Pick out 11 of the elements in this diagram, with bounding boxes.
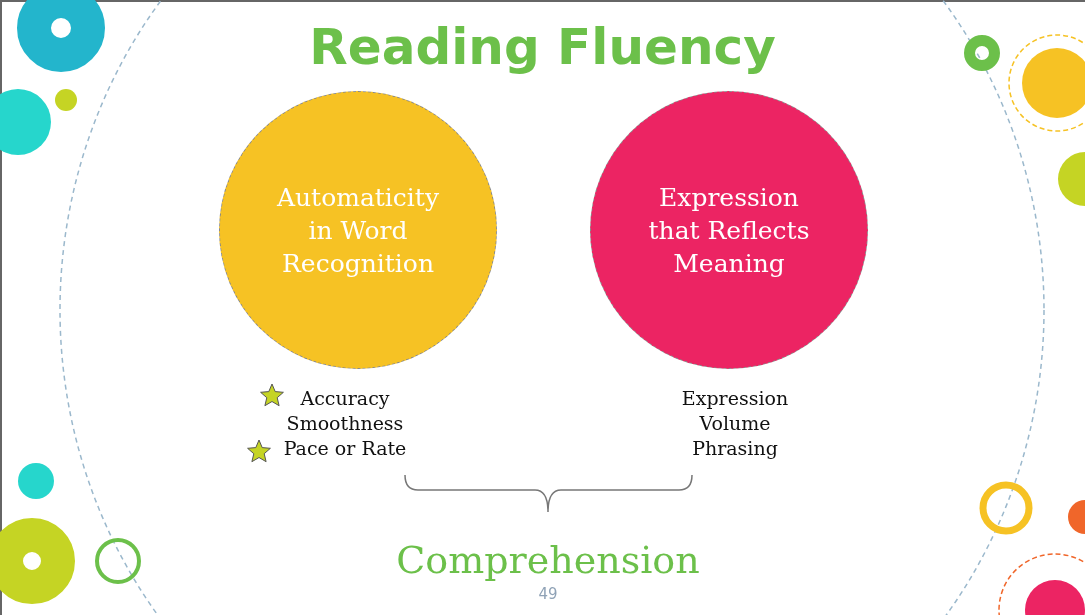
list-item: Pace or Rate: [283, 436, 407, 461]
circle-label: Automaticity in Word Recognition: [275, 181, 441, 280]
page-number: 49: [538, 585, 558, 603]
caption-label: Comprehension: [396, 538, 700, 582]
circle-label: Expression that Reflects Meaning: [647, 181, 811, 280]
list-item: Accuracy: [300, 386, 390, 411]
list-item: Phrasing: [692, 436, 778, 461]
title: Reading Fluency: [309, 18, 776, 76]
list-item: Smoothness: [286, 411, 404, 436]
list-item: Volume: [699, 411, 771, 436]
list-item: Expression: [681, 386, 789, 411]
